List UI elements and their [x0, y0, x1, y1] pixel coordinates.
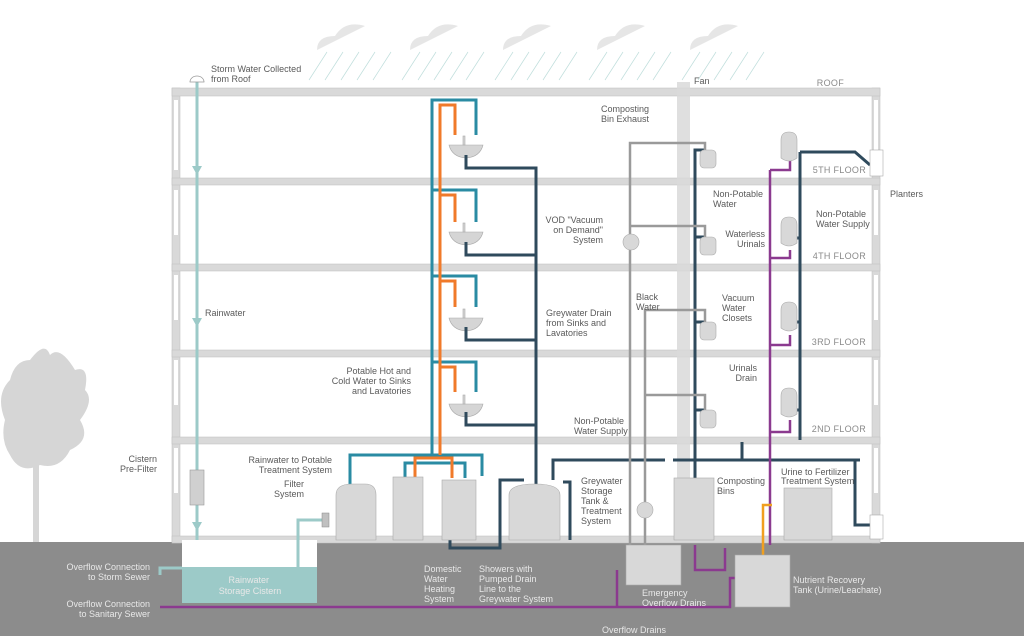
rain-clouds	[308, 24, 765, 81]
shower-unit	[441, 479, 477, 541]
composting-bins	[673, 477, 715, 541]
planter-upper	[869, 149, 884, 177]
rainwater-system	[158, 75, 330, 603]
cloud	[588, 24, 672, 81]
cloud	[401, 24, 485, 81]
building-structure	[171, 82, 881, 544]
floor-label-5: 5TH FLOOR	[813, 165, 866, 175]
floor-label-roof: ROOF	[817, 78, 844, 88]
toilets	[699, 149, 717, 429]
cloud	[681, 24, 765, 81]
urinal	[780, 216, 798, 247]
nutrient-recovery-tank	[734, 554, 791, 608]
vacuum-collection-unit	[625, 544, 682, 586]
label-rainwater: Rainwater	[205, 308, 246, 318]
toilet	[699, 409, 717, 429]
toilet	[699, 149, 717, 169]
urinal	[780, 387, 798, 418]
vacuum-pump	[636, 501, 654, 519]
sinks	[448, 135, 484, 418]
rainwater-treatment-tank	[335, 483, 377, 541]
equipment	[335, 149, 884, 608]
label-planters: Planters	[890, 189, 924, 199]
urinal	[780, 131, 798, 162]
potable-water-lines	[348, 98, 484, 485]
floor-label-3: 3RD FLOOR	[812, 337, 866, 347]
faucet	[462, 394, 466, 405]
urinals	[780, 131, 798, 418]
cloud	[308, 24, 392, 81]
faucet	[462, 135, 466, 146]
label-rainwater-cistern: Rainwater Storage Cistern	[219, 575, 282, 596]
water-heater	[392, 476, 424, 541]
floor-label-2: 2ND FLOOR	[812, 424, 866, 434]
label-fan: Fan	[694, 76, 710, 86]
floor-label-4: 4TH FLOOR	[813, 251, 866, 261]
tree-silhouette	[1, 348, 89, 542]
toilet	[699, 321, 717, 341]
cloud	[494, 24, 578, 81]
toilet	[699, 236, 717, 256]
faucet	[462, 308, 466, 319]
vod-pump	[622, 233, 640, 251]
ground	[0, 542, 1024, 636]
blackwater-lines	[628, 141, 707, 545]
urinal	[780, 301, 798, 332]
nutrient-line	[761, 503, 772, 555]
planter-lower	[869, 514, 884, 540]
greywater-storage-tank	[508, 483, 561, 541]
urine-treatment-unit	[783, 487, 833, 541]
faucet	[462, 222, 466, 233]
label-overflow-drains: Overflow Drains	[602, 625, 667, 635]
